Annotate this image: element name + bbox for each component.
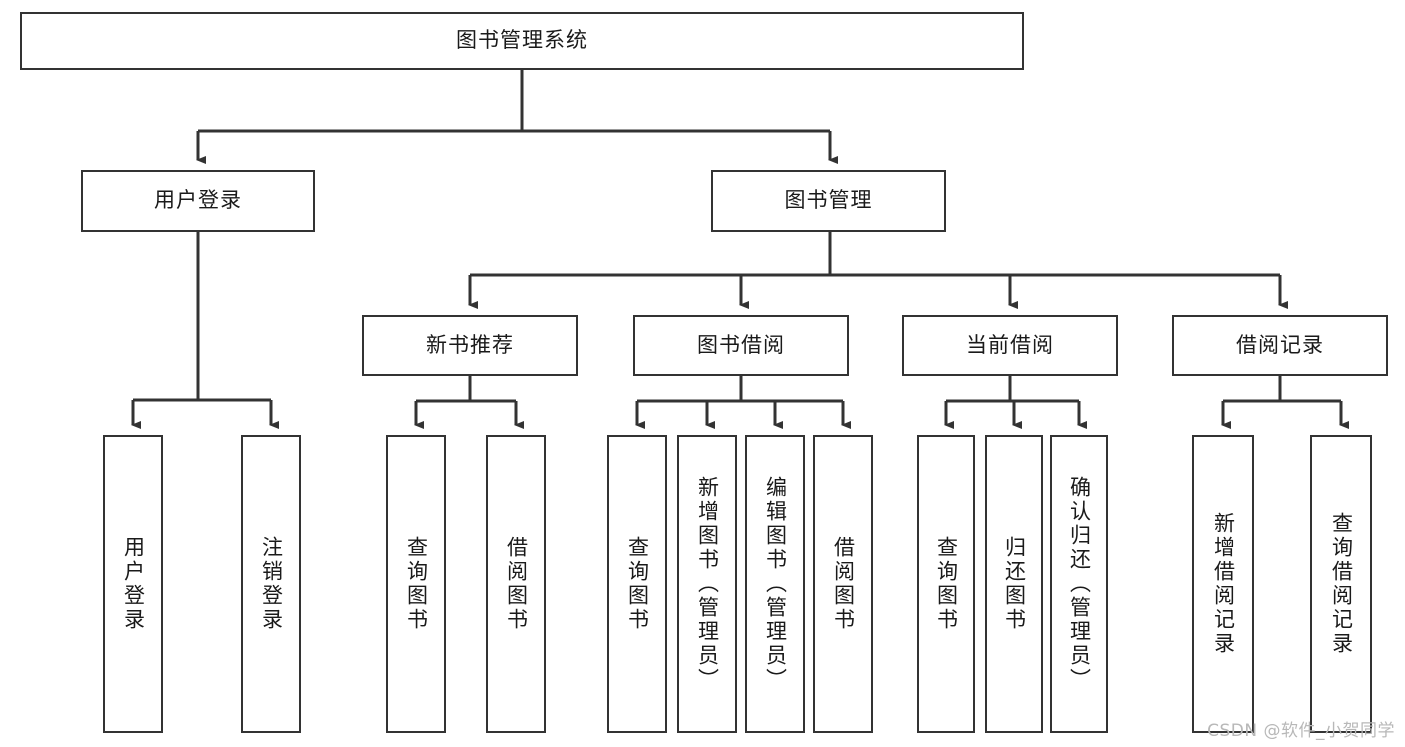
leaf-label: 新增借阅记录 [1211,512,1236,656]
node-current-borrow[interactable]: 当前借阅 [902,315,1118,376]
node-leaf-query-book-current[interactable]: 查询图书 [917,435,975,733]
leaf-label: 注销登录 [259,536,284,632]
node-root-system[interactable]: 图书管理系统 [20,12,1024,70]
leaf-label: 借阅图书 [504,536,529,632]
node-leaf-query-borrow-record[interactable]: 查询借阅记录 [1310,435,1372,733]
node-leaf-user-login[interactable]: 用户登录 [103,435,163,733]
node-borrow-record[interactable]: 借阅记录 [1172,315,1388,376]
node-leaf-borrow-book[interactable]: 借阅图书 [813,435,873,733]
node-leaf-add-borrow-record[interactable]: 新增借阅记录 [1192,435,1254,733]
node-book-management[interactable]: 图书管理 [711,170,946,232]
leaf-label: 查询图书 [625,536,650,632]
node-new-book-recommend[interactable]: 新书推荐 [362,315,578,376]
node-leaf-logout-login[interactable]: 注销登录 [241,435,301,733]
node-leaf-borrow-book-rec[interactable]: 借阅图书 [486,435,546,733]
leaf-label: 确认归还（管理员） [1067,476,1092,692]
node-user-login[interactable]: 用户登录 [81,170,315,232]
node-leaf-edit-book-admin[interactable]: 编辑图书（管理员） [745,435,805,733]
leaf-label: 用户登录 [121,536,146,632]
node-leaf-return-book[interactable]: 归还图书 [985,435,1043,733]
leaf-label: 新增图书（管理员） [695,476,720,692]
node-book-borrow[interactable]: 图书借阅 [633,315,849,376]
node-leaf-query-book-rec[interactable]: 查询图书 [386,435,446,733]
leaf-label: 查询借阅记录 [1329,512,1354,656]
leaf-label: 查询图书 [934,536,959,632]
leaf-label: 查询图书 [404,536,429,632]
node-leaf-confirm-return-admin[interactable]: 确认归还（管理员） [1050,435,1108,733]
leaf-label: 归还图书 [1002,536,1027,632]
leaf-label: 借阅图书 [831,536,856,632]
node-leaf-query-book-borrow[interactable]: 查询图书 [607,435,667,733]
csdn-watermark: CSDN @软件_小贺同学 [1207,721,1395,741]
node-leaf-add-book-admin[interactable]: 新增图书（管理员） [677,435,737,733]
leaf-label: 编辑图书（管理员） [763,476,788,692]
